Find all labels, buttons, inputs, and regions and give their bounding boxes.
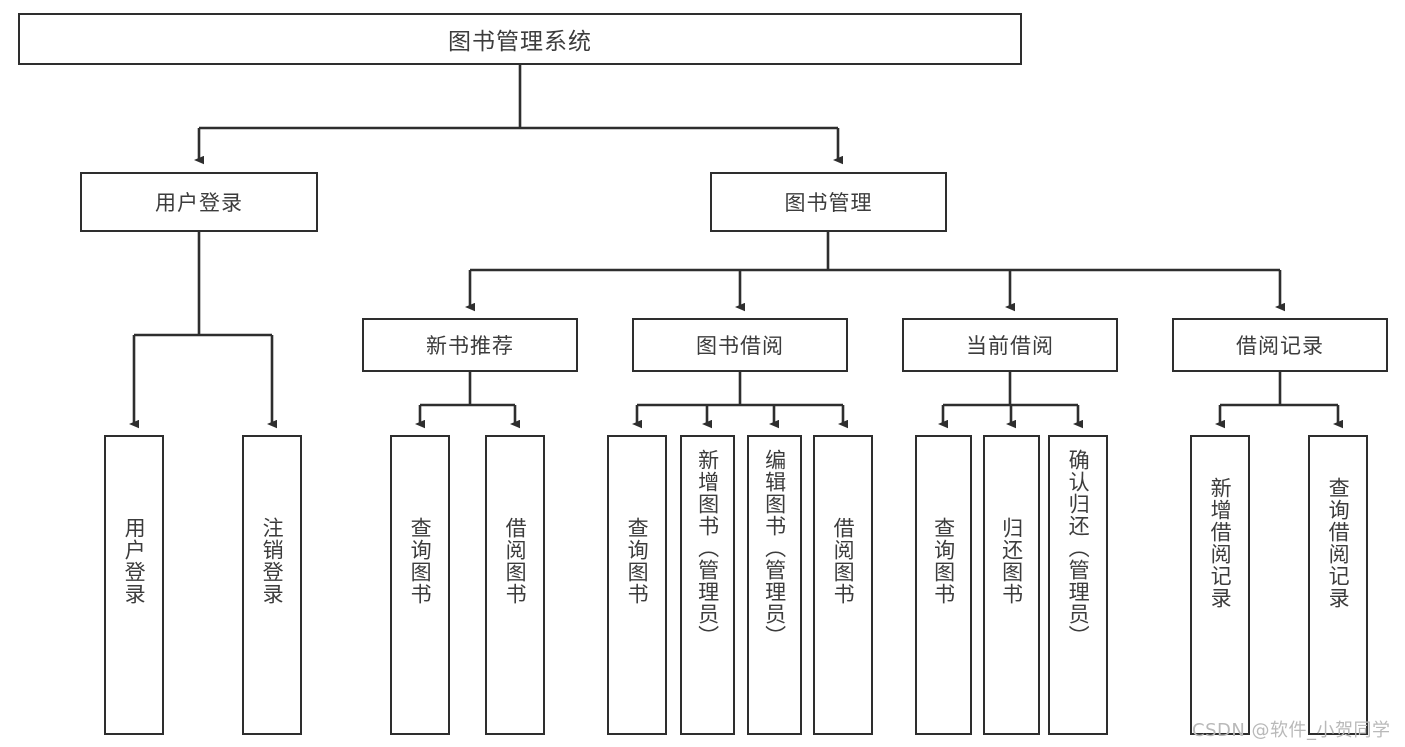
node-leaf-logout-label: 注销登录 [260,517,285,605]
node-leaf-add-book-admin-label: 新增图书（管理员） [695,449,720,647]
node-book-borrow-label: 图书借阅 [696,334,784,358]
node-leaf-user-login-label: 用户登录 [122,517,147,605]
node-leaf-query-book-recommend[interactable]: 查询图书 [390,435,450,735]
node-leaf-edit-book-admin[interactable]: 编辑图书（管理员） [747,435,802,735]
node-leaf-borrow-book-recommend-label: 借阅图书 [503,517,528,605]
node-book-borrow[interactable]: 图书借阅 [632,318,848,372]
node-borrow-record[interactable]: 借阅记录 [1172,318,1388,372]
node-leaf-logout[interactable]: 注销登录 [242,435,302,735]
node-leaf-edit-book-admin-label: 编辑图书（管理员） [762,449,787,647]
node-leaf-query-book-recommend-label: 查询图书 [408,517,433,605]
node-leaf-query-borrow-record[interactable]: 查询借阅记录 [1308,435,1368,735]
node-leaf-query-book-current[interactable]: 查询图书 [915,435,972,735]
node-leaf-add-book-admin[interactable]: 新增图书（管理员） [680,435,735,735]
node-borrow-record-label: 借阅记录 [1236,334,1324,358]
node-root[interactable]: 图书管理系统 [18,13,1022,65]
node-leaf-confirm-return-admin-label: 确认归还（管理员） [1066,449,1091,647]
node-leaf-add-borrow-record[interactable]: 新增借阅记录 [1190,435,1250,735]
node-new-book-recommend-label: 新书推荐 [426,334,514,358]
node-leaf-query-book-current-label: 查询图书 [931,517,956,605]
node-leaf-add-borrow-record-label: 新增借阅记录 [1208,477,1233,609]
node-user-login[interactable]: 用户登录 [80,172,318,232]
node-book-manage-label: 图书管理 [784,191,873,215]
node-current-borrow-label: 当前借阅 [966,334,1054,358]
node-leaf-borrow-book-recommend[interactable]: 借阅图书 [485,435,545,735]
node-leaf-return-book[interactable]: 归还图书 [983,435,1040,735]
node-root-label: 图书管理系统 [448,29,592,55]
node-user-login-label: 用户登录 [155,191,243,215]
node-leaf-query-borrow-record-label: 查询借阅记录 [1326,477,1351,609]
watermark-text: CSDN @软件_小贺同学 [1192,720,1391,741]
node-leaf-user-login[interactable]: 用户登录 [104,435,164,735]
node-leaf-query-book-borrow-label: 查询图书 [625,517,650,605]
node-book-manage[interactable]: 图书管理 [710,172,947,232]
node-new-book-recommend[interactable]: 新书推荐 [362,318,578,372]
node-current-borrow[interactable]: 当前借阅 [902,318,1118,372]
node-leaf-confirm-return-admin[interactable]: 确认归还（管理员） [1048,435,1108,735]
node-leaf-borrow-book-label: 借阅图书 [831,517,856,605]
node-leaf-borrow-book[interactable]: 借阅图书 [813,435,873,735]
node-leaf-return-book-label: 归还图书 [999,517,1024,605]
node-leaf-query-book-borrow[interactable]: 查询图书 [607,435,667,735]
